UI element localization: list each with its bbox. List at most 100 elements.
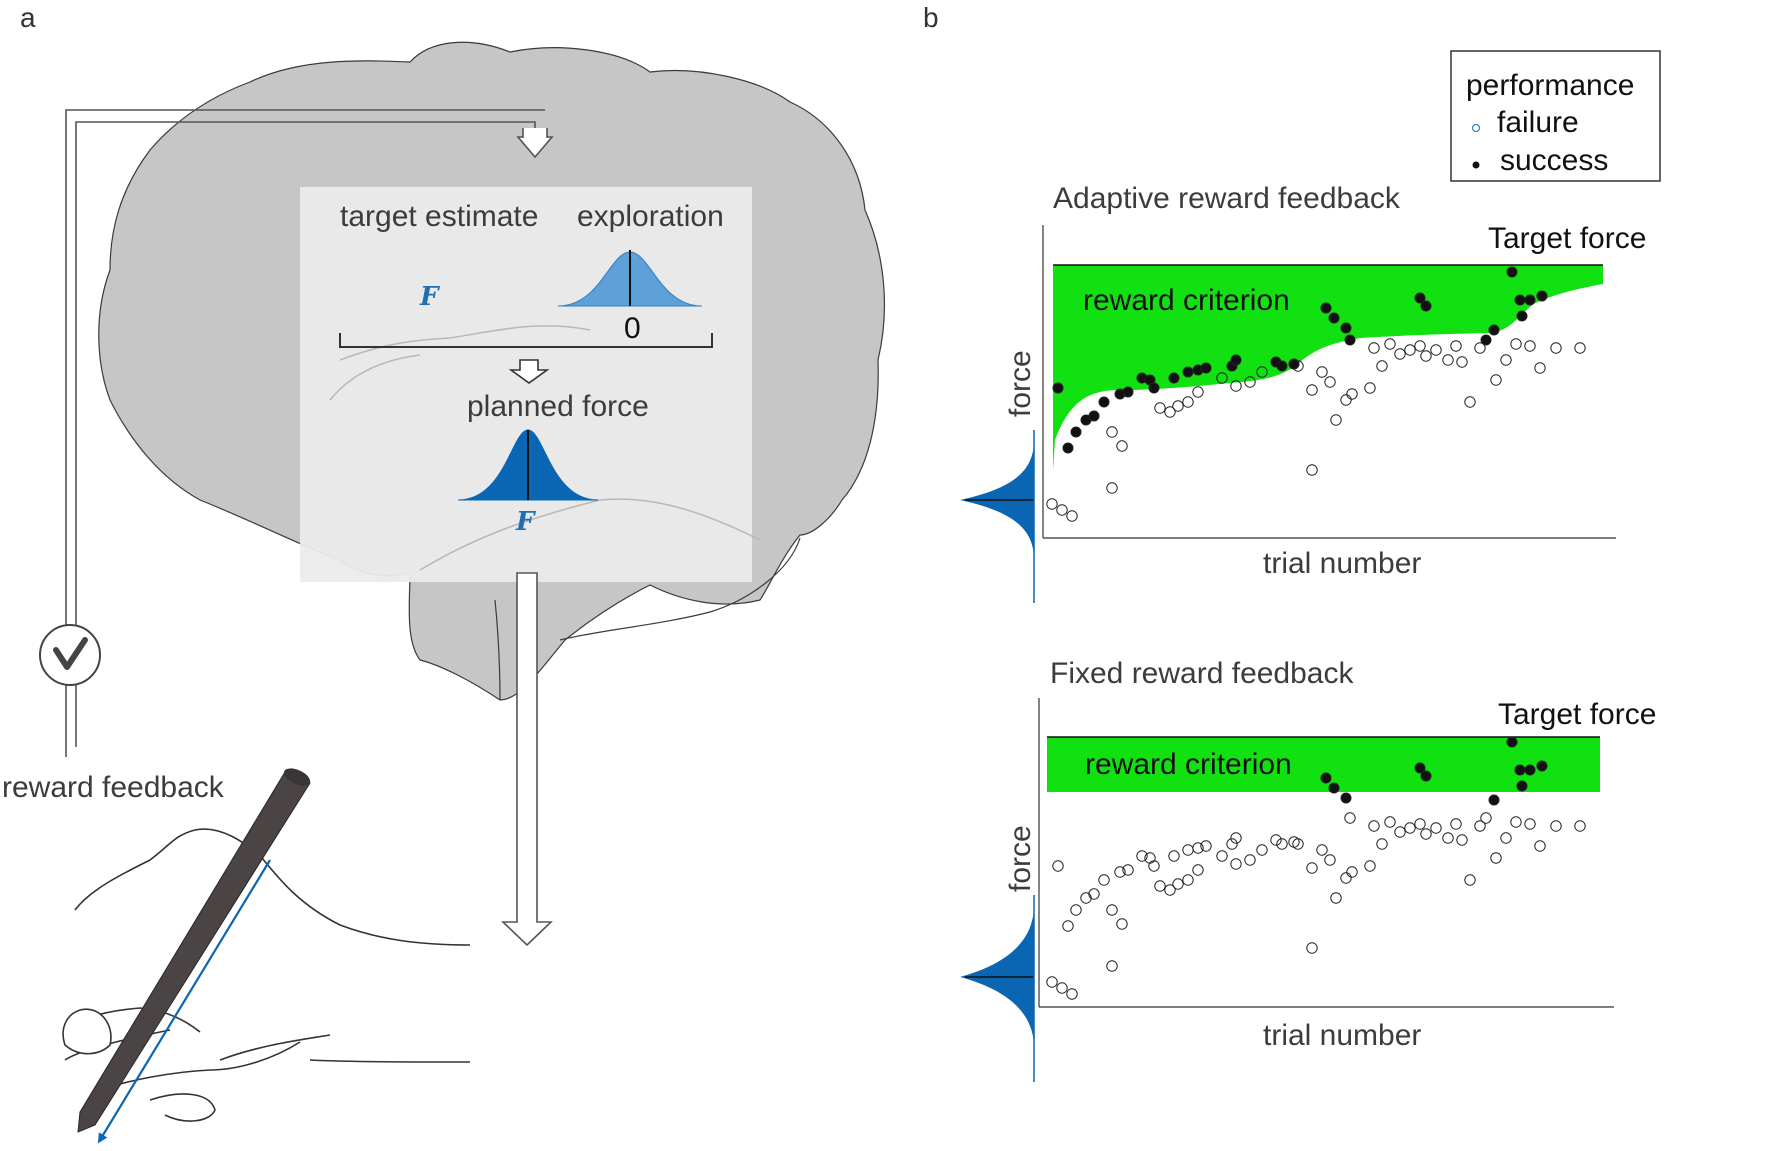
failure-point bbox=[1316, 366, 1328, 378]
failure-point bbox=[1216, 372, 1228, 384]
failure-point bbox=[1098, 874, 1110, 886]
failure-point bbox=[1106, 482, 1118, 494]
failure-point bbox=[1088, 888, 1100, 900]
legend-box bbox=[1450, 50, 1661, 182]
failure-point bbox=[1510, 816, 1522, 828]
failure-point bbox=[1346, 866, 1358, 878]
pen-cap bbox=[283, 768, 311, 786]
fixed-target-force-label: Target force bbox=[1498, 698, 1656, 731]
success-point bbox=[1200, 362, 1212, 374]
failure-point bbox=[1414, 340, 1426, 352]
failure-point bbox=[1456, 834, 1468, 846]
failure-point bbox=[1384, 338, 1396, 350]
failure-point bbox=[1154, 880, 1166, 892]
failure-point bbox=[1330, 892, 1342, 904]
target-estimate-label: target estimate bbox=[340, 200, 538, 233]
success-point bbox=[1088, 410, 1100, 422]
fixed-title: Fixed reward feedback bbox=[1050, 657, 1354, 690]
failure-point bbox=[1244, 376, 1256, 388]
success-point bbox=[1340, 792, 1352, 804]
failure-point bbox=[1414, 818, 1426, 830]
sulcus-line bbox=[339, 325, 591, 361]
failure-point bbox=[1330, 414, 1342, 426]
failure-point bbox=[1376, 360, 1388, 372]
failure-point bbox=[1106, 960, 1118, 972]
success-point bbox=[1488, 794, 1500, 806]
checkmark-circle bbox=[39, 624, 101, 686]
failure-point bbox=[1420, 828, 1432, 840]
failure-point bbox=[1474, 820, 1486, 832]
success-point bbox=[1288, 358, 1300, 370]
adaptive-trial-points bbox=[1046, 266, 1586, 522]
failure-point bbox=[1344, 812, 1356, 824]
fixed-trial-points bbox=[1046, 736, 1586, 1000]
adaptive-motor-noise-distribution bbox=[960, 430, 1034, 600]
failure-point bbox=[1324, 854, 1336, 866]
panel-a-letter: a bbox=[20, 2, 36, 33]
adaptive-title: Adaptive reward feedback bbox=[1053, 182, 1401, 215]
planned-force-label: planned force bbox=[467, 390, 649, 423]
sulcus-line bbox=[329, 354, 421, 401]
failure-point bbox=[1122, 864, 1134, 876]
failure-point bbox=[1216, 850, 1228, 862]
success-point bbox=[1340, 322, 1352, 334]
success-point bbox=[1414, 762, 1426, 774]
thumb-outline bbox=[62, 1008, 112, 1055]
success-point bbox=[1344, 334, 1356, 346]
legend-success-marker bbox=[1472, 161, 1480, 169]
failure-point bbox=[1316, 844, 1328, 856]
failure-point bbox=[1430, 344, 1442, 356]
adaptive-target-force-label: Target force bbox=[1488, 222, 1646, 255]
success-point bbox=[1514, 764, 1526, 776]
failure-point bbox=[1106, 426, 1118, 438]
failure-point bbox=[1288, 836, 1300, 848]
failure-point bbox=[1052, 860, 1064, 872]
failure-point bbox=[1430, 822, 1442, 834]
failure-point bbox=[1114, 866, 1126, 878]
failure-point bbox=[1524, 818, 1536, 830]
failure-point bbox=[1230, 380, 1242, 392]
failure-point bbox=[1368, 820, 1380, 832]
success-point bbox=[1420, 770, 1432, 782]
legend-failure-marker bbox=[1471, 123, 1481, 133]
failure-point bbox=[1192, 386, 1204, 398]
adaptive-x-label: trial number bbox=[1263, 547, 1421, 580]
success-point bbox=[1480, 334, 1492, 346]
failure-point bbox=[1154, 402, 1166, 414]
failure-point bbox=[1500, 354, 1512, 366]
success-point bbox=[1516, 310, 1528, 322]
model-box bbox=[300, 187, 752, 582]
failure-point bbox=[1062, 920, 1074, 932]
success-point bbox=[1052, 382, 1064, 394]
failure-point bbox=[1106, 904, 1118, 916]
failure-point bbox=[1456, 356, 1468, 368]
failure-point bbox=[1340, 872, 1352, 884]
success-point bbox=[1168, 372, 1180, 384]
failure-point bbox=[1168, 850, 1180, 862]
fixed-criterion-label: reward criterion bbox=[1085, 748, 1292, 781]
adaptive-criterion-label: reward criterion bbox=[1083, 284, 1290, 317]
failure-point bbox=[1148, 860, 1160, 872]
combine-arrow bbox=[508, 359, 550, 384]
failure-point bbox=[1116, 918, 1128, 930]
failure-point bbox=[1464, 874, 1476, 886]
panel-b-letter: b bbox=[923, 2, 939, 33]
failure-point bbox=[1420, 350, 1432, 362]
failure-point bbox=[1346, 388, 1358, 400]
adaptive-criterion-region bbox=[1053, 265, 1603, 470]
adaptive-y-label: force bbox=[1004, 350, 1037, 417]
failure-point bbox=[1394, 348, 1406, 360]
failure-point bbox=[1306, 464, 1318, 476]
failure-point bbox=[1192, 842, 1204, 854]
failure-point bbox=[1534, 362, 1546, 374]
failure-point bbox=[1046, 976, 1058, 988]
reward-feedback-label: reward feedback bbox=[2, 771, 225, 804]
success-point bbox=[1536, 290, 1548, 302]
failure-point bbox=[1490, 852, 1502, 864]
feedback-stem bbox=[523, 128, 547, 139]
fixed-x-label: trial number bbox=[1263, 1019, 1421, 1052]
failure-point bbox=[1442, 354, 1454, 366]
failure-point bbox=[1500, 832, 1512, 844]
success-point bbox=[1516, 780, 1528, 792]
failure-point bbox=[1376, 838, 1388, 850]
